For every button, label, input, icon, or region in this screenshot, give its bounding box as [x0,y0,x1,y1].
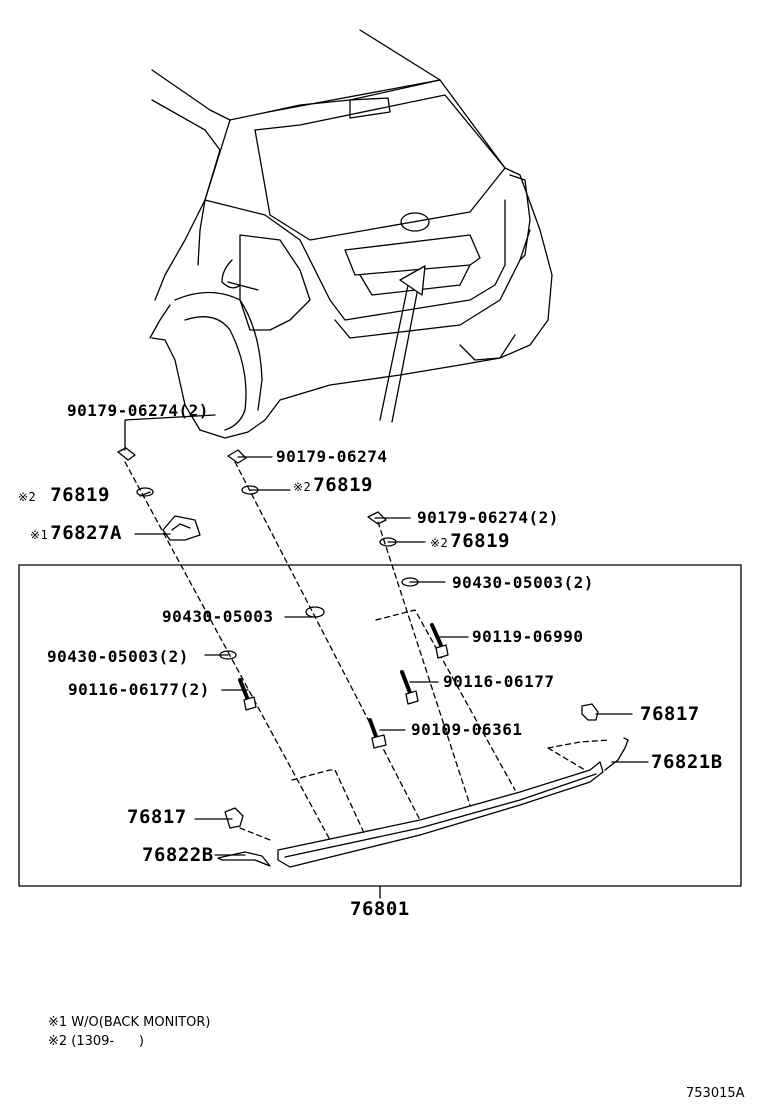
label-bolt-mid: 90109-06361 [411,720,523,739]
assembly-frame [18,564,742,887]
label-washer-left: ※2 76819 [18,486,110,506]
cover-number: 76827A [50,522,122,544]
label-clip-right: 76817 [640,703,700,725]
label-end-left: 76822B [142,844,214,866]
footnote-2: ※2 (1309- ) [48,1034,145,1049]
note-1-mark: ※1 [30,528,49,542]
figure-code: 753015A [686,1086,745,1101]
leader-dashes [124,461,611,841]
note-2-mark: ※2 [18,490,37,504]
hardware-components [117,447,629,868]
label-nut-mid: 90430-05003 [162,607,274,626]
note-2-mark: ※2 [293,480,312,494]
label-bolt-right2: 90116-06177 [443,672,555,691]
leader-lines [124,414,649,899]
washer-mid-number: 76819 [313,474,373,496]
label-clip-left: 76817 [127,806,187,828]
label-end-right: 76821B [651,751,723,773]
label-clip-top-left: 90179-06274(2) [67,401,209,420]
footnote-1: ※1 W/O(BACK MONITOR) [48,1015,211,1030]
label-nut-left: 90430-05003(2) [47,647,189,666]
vehicle-illustration [149,29,553,439]
label-bolt-left: 90116-06177(2) [68,680,210,699]
washer-left-number: 76819 [50,484,110,506]
washer-right-number: 76819 [450,530,510,552]
label-garnish: 76801 [350,898,410,920]
label-nut-right: 90430-05003(2) [452,573,594,592]
label-clip-top-mid: 90179-06274 [276,447,388,466]
label-bolt-right: 90119-06990 [472,627,584,646]
note-2-mark: ※2 [430,536,449,550]
label-clip-top-right: 90179-06274(2) [417,508,559,527]
